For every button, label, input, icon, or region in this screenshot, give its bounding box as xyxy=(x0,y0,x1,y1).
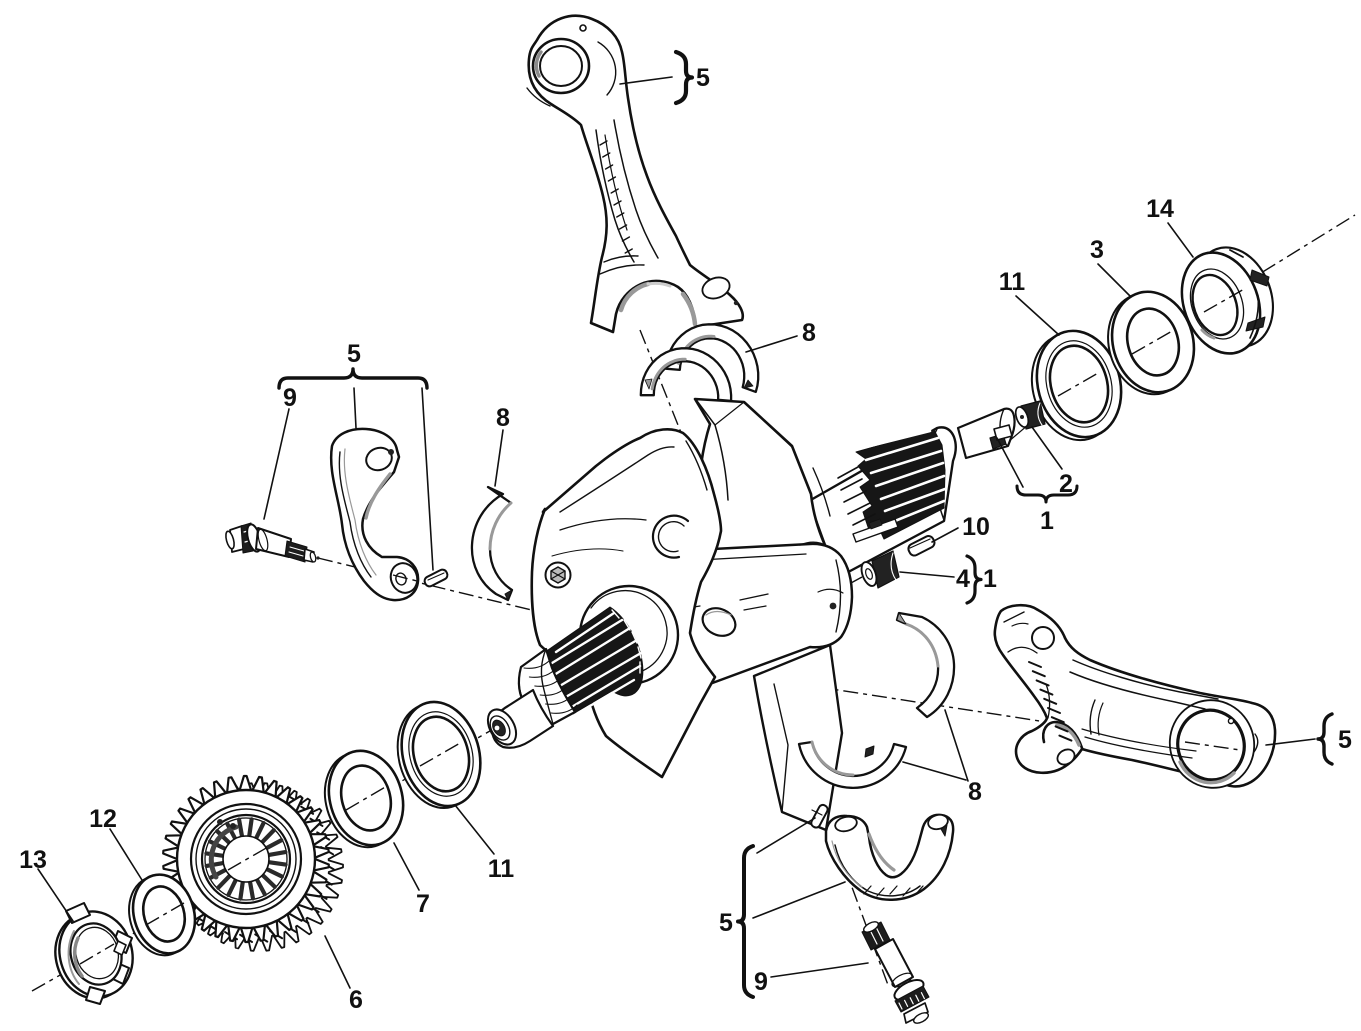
svg-text:5: 5 xyxy=(1338,726,1352,754)
svg-text:8: 8 xyxy=(802,319,816,347)
svg-text:1: 1 xyxy=(1040,507,1054,535)
svg-text:5: 5 xyxy=(347,340,361,368)
svg-text:14: 14 xyxy=(1146,195,1174,223)
svg-text:10: 10 xyxy=(962,513,990,541)
svg-text:1: 1 xyxy=(983,565,997,593)
svg-text:8: 8 xyxy=(968,778,982,806)
svg-text:5: 5 xyxy=(719,909,733,937)
svg-text:9: 9 xyxy=(283,384,297,412)
svg-text:2: 2 xyxy=(1059,470,1073,498)
svg-text:11: 11 xyxy=(999,268,1026,296)
svg-text:4: 4 xyxy=(956,565,970,593)
svg-text:5: 5 xyxy=(696,64,710,92)
svg-text:13: 13 xyxy=(19,846,47,874)
svg-text:6: 6 xyxy=(349,986,363,1014)
svg-text:3: 3 xyxy=(1090,236,1104,264)
svg-text:7: 7 xyxy=(416,890,430,918)
svg-text:9: 9 xyxy=(754,968,768,996)
svg-text:8: 8 xyxy=(496,404,510,432)
svg-text:12: 12 xyxy=(89,805,117,833)
svg-text:11: 11 xyxy=(488,855,515,883)
